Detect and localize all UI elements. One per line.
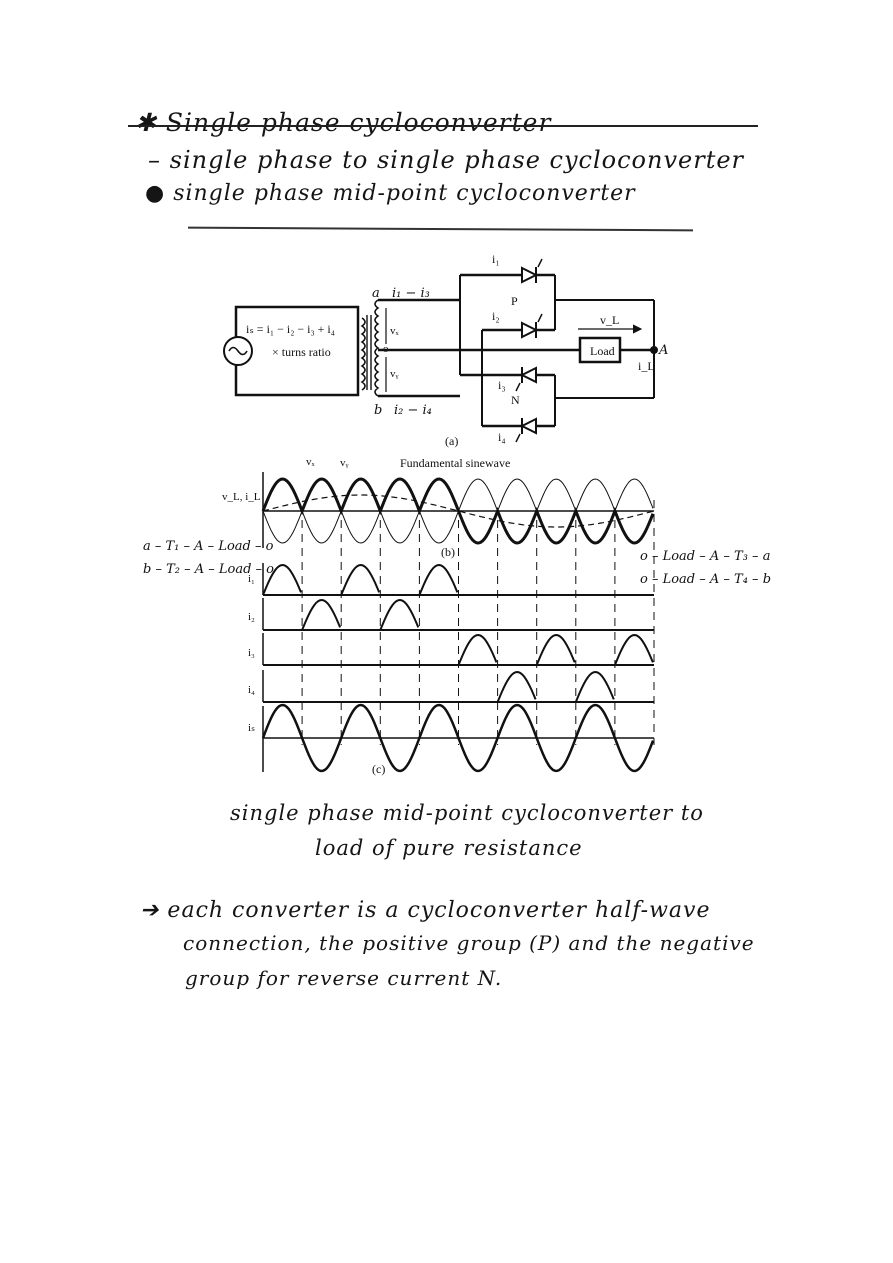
load-voltage-wave [261, 477, 655, 545]
note-bottom-1: ➔ each converter is a cycloconverter hal… [140, 898, 711, 923]
il-circuit-label: i_L [638, 359, 655, 373]
heading-strikethrough [128, 125, 758, 127]
group-n-label: N [511, 393, 520, 407]
fundamental-label: Fundamental sinewave [400, 456, 510, 470]
turns-ratio-label: × turns ratio [272, 345, 331, 359]
note-line-1: – single phase to single phase cycloconv… [148, 146, 745, 174]
path-right-2: o – Load – A – T₄ – b [640, 572, 771, 587]
heading-text: ✱ Single phase cycloconverter [135, 108, 552, 137]
i1-circuit-label: i₁ [492, 252, 500, 266]
current-a-label: i₁ − i₃ [392, 286, 430, 301]
channel-i4-label: i₄ [248, 684, 255, 696]
vl-il-axis-label: v_L, i_L [222, 491, 261, 503]
load-label: Load [590, 344, 615, 358]
path-left-2: b – T₂ – A – Load – o [143, 562, 274, 577]
i4-pulse [574, 670, 615, 703]
paper-sheet [128, 88, 765, 1032]
node-a-label: a [372, 286, 380, 301]
group-p-label: P [511, 294, 518, 308]
i1-pulse [262, 563, 302, 596]
i4-circuit-label: i₄ [498, 430, 506, 444]
i3-pulse [613, 633, 654, 666]
i2-circuit-label: i₂ [492, 309, 500, 323]
caption-b: (b) [441, 545, 455, 559]
caption-line-1: single phase mid-point cycloconverter to [230, 801, 704, 825]
i2-pulse [301, 598, 342, 631]
i3-circuit-label: i₃ [498, 378, 506, 392]
i3-pulse [535, 633, 576, 666]
channel-i3-label: i₃ [248, 647, 255, 659]
i2-pulse [379, 598, 420, 631]
channel-i2-label: i₂ [248, 611, 255, 623]
i3-pulse [457, 633, 498, 666]
current-b-label: i₂ − i₄ [394, 403, 432, 418]
i1-pulse [340, 563, 381, 596]
note-bottom-2: connection, the positive group (P) and t… [183, 931, 755, 955]
vl-circuit-label: v_L [600, 313, 619, 327]
circuit-caption: (a) [445, 434, 458, 448]
note-bottom-3: group for reverse current N. [185, 966, 503, 990]
vy-label: vᵧ [390, 368, 399, 380]
note-line-2: ● single phase mid-point cycloconverter [145, 181, 636, 206]
vx-wave-tag: vₓ [306, 456, 316, 468]
caption-line-2: load of pure resistance [315, 836, 583, 860]
caption-c: (c) [372, 762, 385, 776]
node-A-label: A [658, 343, 668, 358]
source-current-wave [261, 703, 655, 773]
vx-label: vₓ [390, 325, 400, 337]
channel-is-label: iₛ [248, 722, 255, 734]
i1-pulse [418, 563, 459, 596]
i4-pulse [496, 670, 537, 703]
node-b-label: b [374, 403, 382, 418]
path-left-1: a – T₁ – A – Load – o [143, 539, 274, 554]
source-equation: iₛ = i₁ − i₂ − i₃ + i₄ [246, 322, 335, 336]
node-o-label: o [383, 343, 389, 355]
path-right-1: o – Load – A – T₃ – a [640, 549, 770, 564]
vy-wave-tag: vᵧ [340, 457, 349, 469]
channel-i1-label: i₁ [248, 573, 255, 585]
